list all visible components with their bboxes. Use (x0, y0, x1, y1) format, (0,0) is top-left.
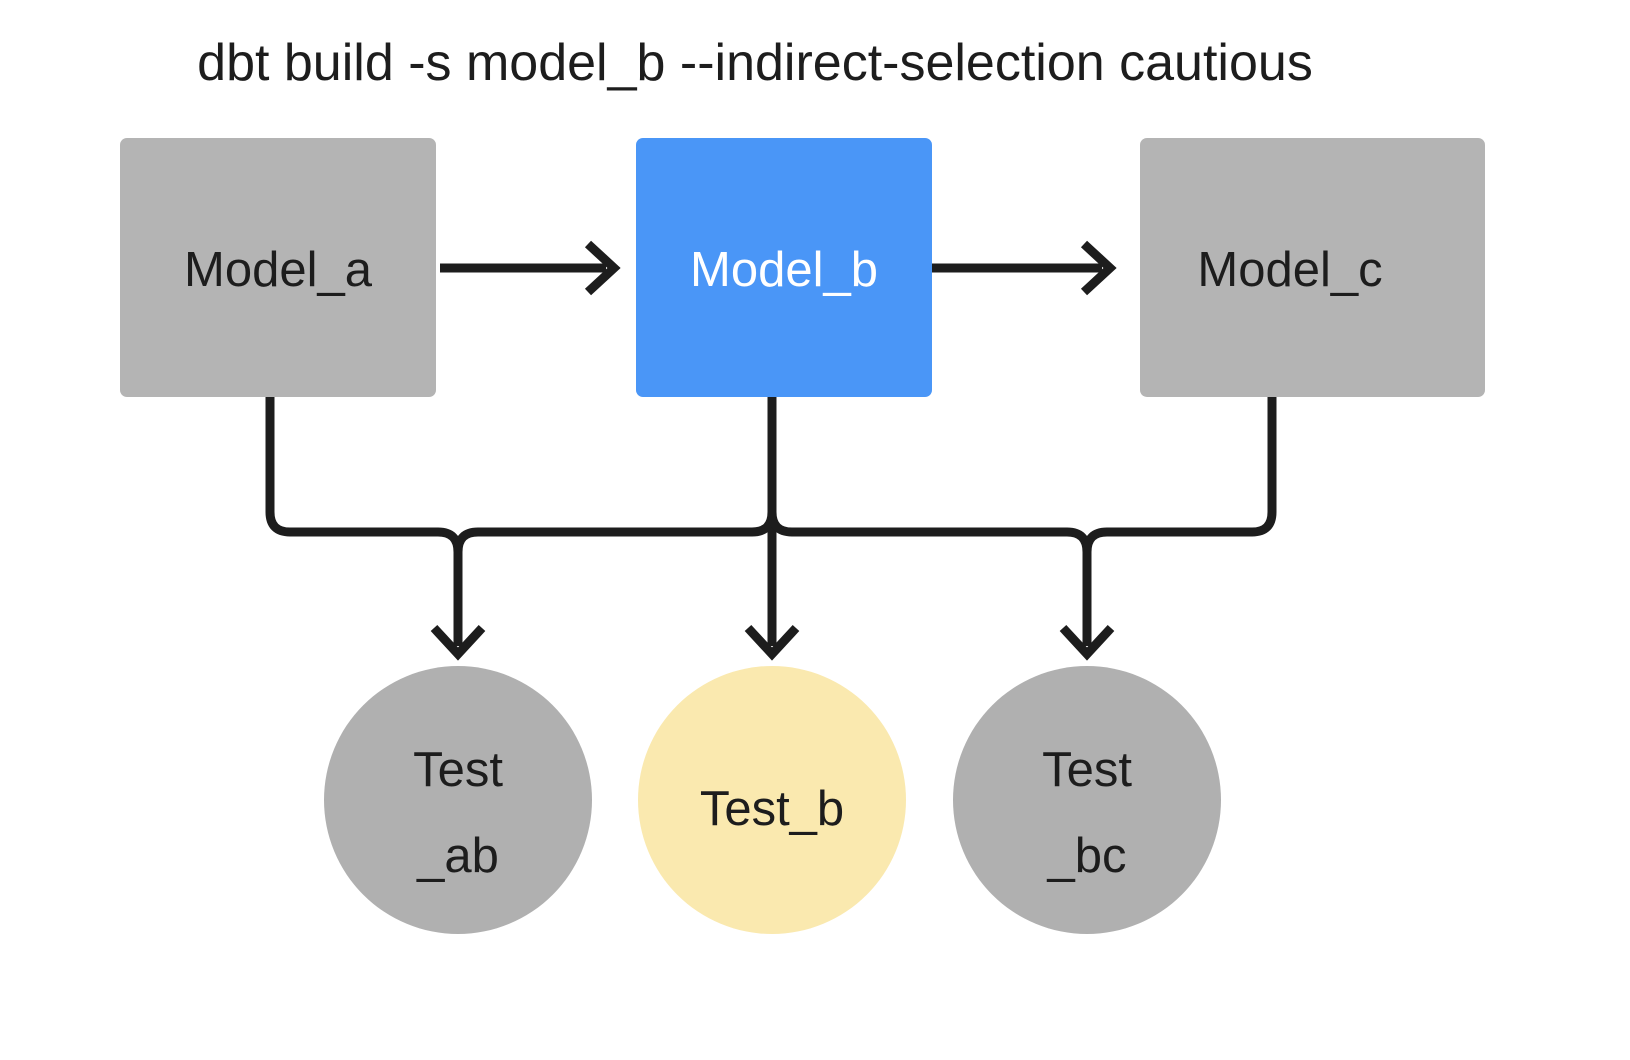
edge-model-a-to-model-b (440, 240, 621, 296)
node-model-b[interactable]: Model_b (636, 138, 932, 397)
model-c-box[interactable] (1140, 138, 1485, 397)
test-bc-label-line2: _bc (1046, 829, 1126, 883)
edge-model-b-to-test-bc (767, 397, 1115, 661)
test-b-label: Test_b (700, 782, 844, 836)
edge-model-b-to-model-c (932, 240, 1117, 296)
test-b-circle[interactable] (638, 666, 906, 934)
arrowhead-icon (584, 240, 621, 296)
edge-model-c-to-test-bc (1082, 397, 1277, 553)
node-model-a[interactable]: Model_a (120, 138, 436, 397)
model-b-box[interactable] (636, 138, 932, 397)
arrowhead-icon (744, 624, 800, 661)
node-test-bc[interactable]: Test _bc (953, 666, 1221, 934)
test-ab-label-line1: Test (413, 743, 503, 797)
arrowhead-icon (430, 624, 486, 661)
node-model-c[interactable]: Model_c (1140, 138, 1485, 397)
model-a-label: Model_a (184, 243, 373, 297)
test-ab-circle[interactable] (324, 666, 592, 934)
test-bc-circle[interactable] (953, 666, 1221, 934)
edge-model-a-to-test-ab (265, 397, 486, 661)
test-bc-label-line1: Test (1042, 743, 1132, 797)
arrowhead-icon (1059, 624, 1115, 661)
arrowhead-icon (1080, 240, 1117, 296)
edge-model-b-to-test-ab (453, 397, 777, 553)
model-b-label: Model_b (690, 243, 878, 297)
model-a-box[interactable] (120, 138, 436, 397)
model-c-label: Model_c (1197, 243, 1382, 297)
test-ab-label-line2: _ab (416, 829, 499, 883)
node-test-b[interactable]: Test_b (638, 666, 906, 934)
node-test-ab[interactable]: Test _ab (324, 666, 592, 934)
diagram-title: dbt build -s model_b --indirect-selectio… (197, 34, 1313, 92)
